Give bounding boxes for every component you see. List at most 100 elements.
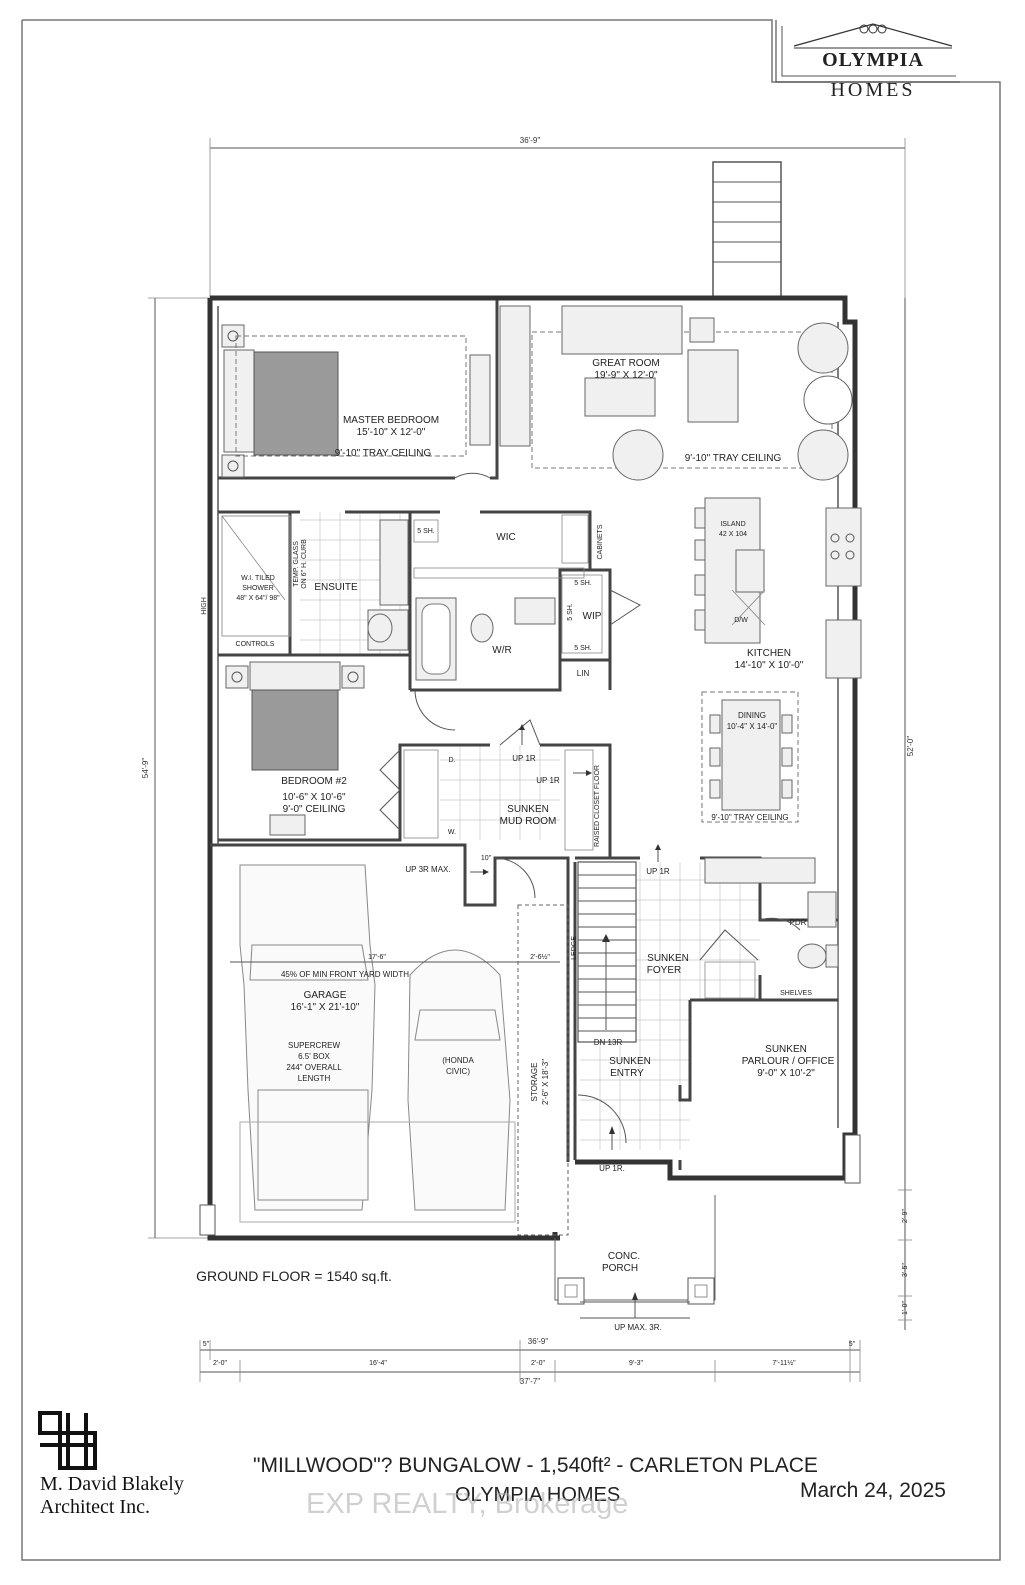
high-label: HIGH xyxy=(201,597,208,615)
dining-size: 10'-4" X 14'-0" xyxy=(727,722,778,731)
master-bedroom-size: 15'-10" X 12'-0" xyxy=(357,427,426,438)
controls-label: CONTROLS xyxy=(236,641,275,648)
shower-line-2: SHOWER xyxy=(242,585,274,592)
wic-name: WIC xyxy=(496,532,515,543)
dim-r10: 1'-0" xyxy=(902,1301,909,1315)
truck-line-4: LENGTH xyxy=(298,1074,331,1083)
foyer-line-1: SUNKEN xyxy=(647,953,689,964)
dim-b164: 16'-4" xyxy=(369,1360,387,1367)
shower-line-1: W.I. TILED xyxy=(241,575,275,582)
great-room-size: 19'-9" X 12'-0" xyxy=(594,370,658,381)
closets-and-washroom: 5 SH. WIC CABINETS W/R 5 SH. 5 SH. 5 SH.… xyxy=(413,514,641,681)
dim-176: 17'-6" xyxy=(368,954,386,961)
porch-line-2: PORCH xyxy=(602,1263,638,1274)
exterior-walls xyxy=(199,295,861,1241)
dim-r35: 3'-5" xyxy=(902,1263,909,1277)
parlour-office: SUNKEN PARLOUR / OFFICE 9'-0" X 10'-2" xyxy=(742,1044,835,1079)
wic-shelf-label: 5 SH. xyxy=(417,528,435,535)
dim-b377: 37'-7" xyxy=(520,1377,541,1386)
master-bedroom: MASTER BEDROOM 15'-10" X 12'-0" 9'-10" T… xyxy=(221,324,491,479)
great-room-ceiling: 9'-10" TRAY CEILING xyxy=(685,453,782,464)
garage: UP 3R MAX. 10" 17'-6" 2'-6½" 45% OF MIN … xyxy=(230,855,560,1223)
car-line-1: (HONDA xyxy=(442,1056,474,1065)
logo-line-2: HOMES xyxy=(830,79,915,101)
dim-b711: 7'-11½" xyxy=(772,1359,796,1367)
entry-line-2: ENTRY xyxy=(610,1068,644,1079)
powder-room: PDR SHELVES xyxy=(759,891,839,997)
wip-shelf-bottom: 5 SH. xyxy=(574,645,592,652)
wip-shelf-side: 5 SH. xyxy=(567,603,574,621)
truck-line-1: SUPERCREW xyxy=(288,1041,340,1050)
storage-line-2: 2'-6" X 18'-3" xyxy=(541,1059,550,1105)
dim-b93: 9'-3" xyxy=(629,1360,643,1367)
master-bedroom-ceiling: 9'-10" TRAY CEILING xyxy=(335,448,432,459)
foyer-up-label: UP 1R xyxy=(646,867,670,876)
glass-line-1: TEMP. GLASS xyxy=(293,541,300,587)
mud-room: D. W. SUNKEN MUD ROOM UP 1R UP 1R RAISED… xyxy=(403,719,601,851)
interior-walls xyxy=(210,300,838,1236)
project-builder: OLYMPIA HOMES xyxy=(455,1484,621,1506)
great-room: GREAT ROOM 19'-9" X 12'-0" 9'-10" TRAY C… xyxy=(499,305,853,481)
lin-name: LIN xyxy=(577,669,590,678)
architect-logo xyxy=(38,1411,97,1470)
parlour-line-2: PARLOUR / OFFICE xyxy=(742,1056,835,1067)
mud-up-2: UP 1R xyxy=(536,776,560,785)
pdr-name: PDR xyxy=(790,918,807,927)
cabinets-label: CABINETS xyxy=(597,524,604,559)
bedroom-2: BEDROOM #2 10'-6" X 10'-6" 9'-0" CEILING xyxy=(225,661,456,836)
mud-line-1: SUNKEN xyxy=(507,804,549,815)
mud-w-label: W. xyxy=(448,829,456,836)
great-room-name: GREAT ROOM xyxy=(592,358,659,369)
truck-line-2: 6.5' BOX xyxy=(298,1052,330,1061)
dim-26h: 2'-6½" xyxy=(530,953,550,961)
mud-line-2: MUD ROOM xyxy=(500,816,557,827)
dim-b20a: 2'-0" xyxy=(213,1360,227,1367)
foyer-line-2: FOYER xyxy=(647,965,681,976)
garage-name: GARAGE xyxy=(304,990,347,1001)
dim-top: 36'-9" xyxy=(520,136,541,145)
mud-d-label: D. xyxy=(449,757,456,764)
car-line-2: CIVIC) xyxy=(446,1067,470,1076)
dim-b369: 36'-9" xyxy=(528,1337,549,1346)
wip-name: WIP xyxy=(583,611,602,622)
mud-up-1: UP 1R xyxy=(512,754,536,763)
dim-b5b: 5" xyxy=(849,1341,856,1348)
ensuite: ENSUITE W.I. TILED SHOWER 48" X 64"/ 98"… xyxy=(201,515,409,651)
dining-name: DINING xyxy=(738,711,766,720)
wr-name: W/R xyxy=(492,645,511,656)
master-bedroom-name: MASTER BEDROOM xyxy=(343,415,439,426)
architect-name: M. David Blakely xyxy=(40,1473,184,1495)
dw-label: D/W xyxy=(734,617,748,624)
dimension-lines: 36'-9" 54'-9" 52'-0" 2'-9" 3'-5" 1'-0" 5… xyxy=(141,136,915,1386)
entry-line-1: SUNKEN xyxy=(609,1056,651,1067)
dining-ceiling: 9'-10" TRAY CEILING xyxy=(711,813,788,822)
floor-area-label: GROUND FLOOR = 1540 sq.ft. xyxy=(196,1268,392,1284)
dim-b5a: 5" xyxy=(203,1341,210,1348)
yard-width-label: 45% OF MIN FRONT YARD WIDTH xyxy=(281,970,409,979)
drawing-date: March 24, 2025 xyxy=(800,1479,946,1502)
ensuite-name: ENSUITE xyxy=(314,582,358,593)
ledge-label: LEDGE xyxy=(571,936,578,960)
dining: DINING 10'-4" X 14'-0" 9'-10" TRAY CEILI… xyxy=(701,691,799,823)
kitchen: ISLAND 42 X 104 D/W KITCHEN 14'-10" X 10… xyxy=(694,497,862,679)
garage-size: 16'-1" X 21'-10" xyxy=(291,1002,360,1013)
kitchen-size: 14'-10" X 10'-0" xyxy=(735,660,804,671)
parlour-line-3: 9'-0" X 10'-2" xyxy=(757,1068,815,1079)
sheet-border xyxy=(21,19,1001,1561)
garage-up-label: UP 3R MAX. xyxy=(405,865,450,874)
project-title: "MILLWOOD"? BUNGALOW - 1,540ft² - CARLET… xyxy=(253,1454,818,1477)
bedroom2-ceiling: 9'-0" CEILING xyxy=(283,804,346,815)
dim-r29: 2'-9" xyxy=(902,1209,909,1223)
dim-b20b: 2'-0" xyxy=(531,1360,545,1367)
porch-line-1: CONC. xyxy=(608,1251,640,1262)
logo-line-1: OLYMPIA xyxy=(822,49,924,71)
glass-line-2: ON 6" H. CURB xyxy=(301,539,308,589)
stairs-down-label: DN 13R xyxy=(594,1038,623,1047)
garage-step-label: 10" xyxy=(481,855,492,862)
watermark: EXP REALTY, Brokerage xyxy=(306,1488,629,1520)
raised-closet-label: RAISED CLOSET FLOOR xyxy=(594,765,601,847)
parlour-line-1: SUNKEN xyxy=(765,1044,807,1055)
storage-line-1: STORAGE xyxy=(530,1063,539,1102)
dim-left: 54'-9" xyxy=(141,758,150,779)
